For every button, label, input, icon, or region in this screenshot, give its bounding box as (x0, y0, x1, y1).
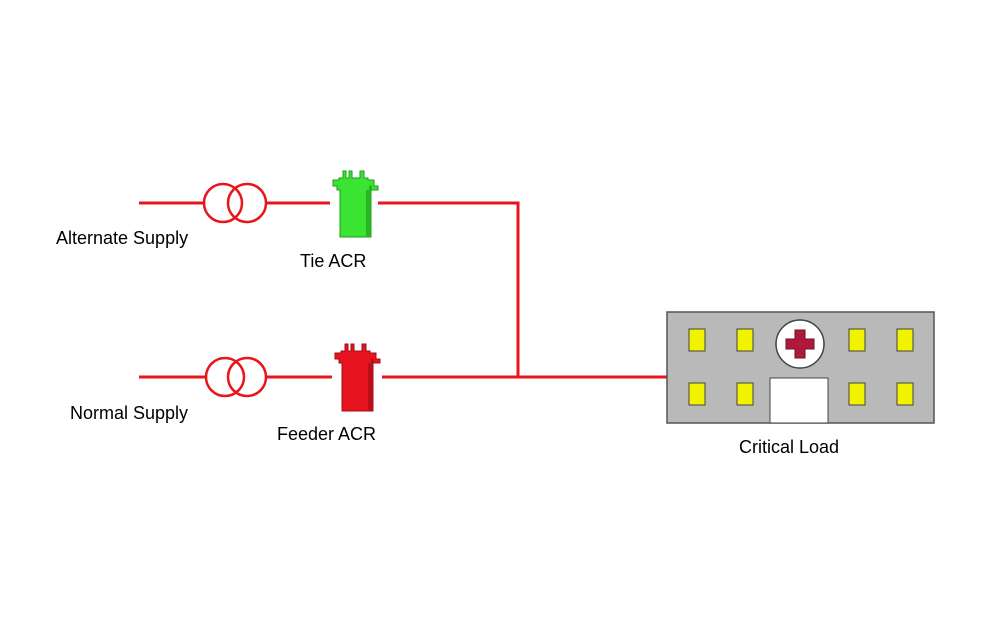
feeder-acr-label: Feeder ACR (277, 424, 377, 444)
conductors (139, 201, 667, 379)
alternate-supply-label: Alternate Supply (56, 228, 189, 248)
building-windows (688, 328, 914, 406)
critical-load-hospital-building-icon (666, 311, 935, 424)
critical-load-label: Critical Load (739, 437, 840, 457)
feeder-acr-recloser-icon (334, 343, 381, 412)
tie-bus-line (378, 201, 520, 377)
tie-acr-label: Tie ACR (300, 251, 367, 271)
building-door (769, 377, 829, 424)
normal-transformer-icon (204, 356, 268, 398)
tie-acr-recloser-icon (332, 170, 379, 238)
alternate-transformer-icon (202, 182, 268, 224)
normal-supply-label: Normal Supply (70, 403, 189, 423)
medical-cross-icon (785, 329, 815, 359)
